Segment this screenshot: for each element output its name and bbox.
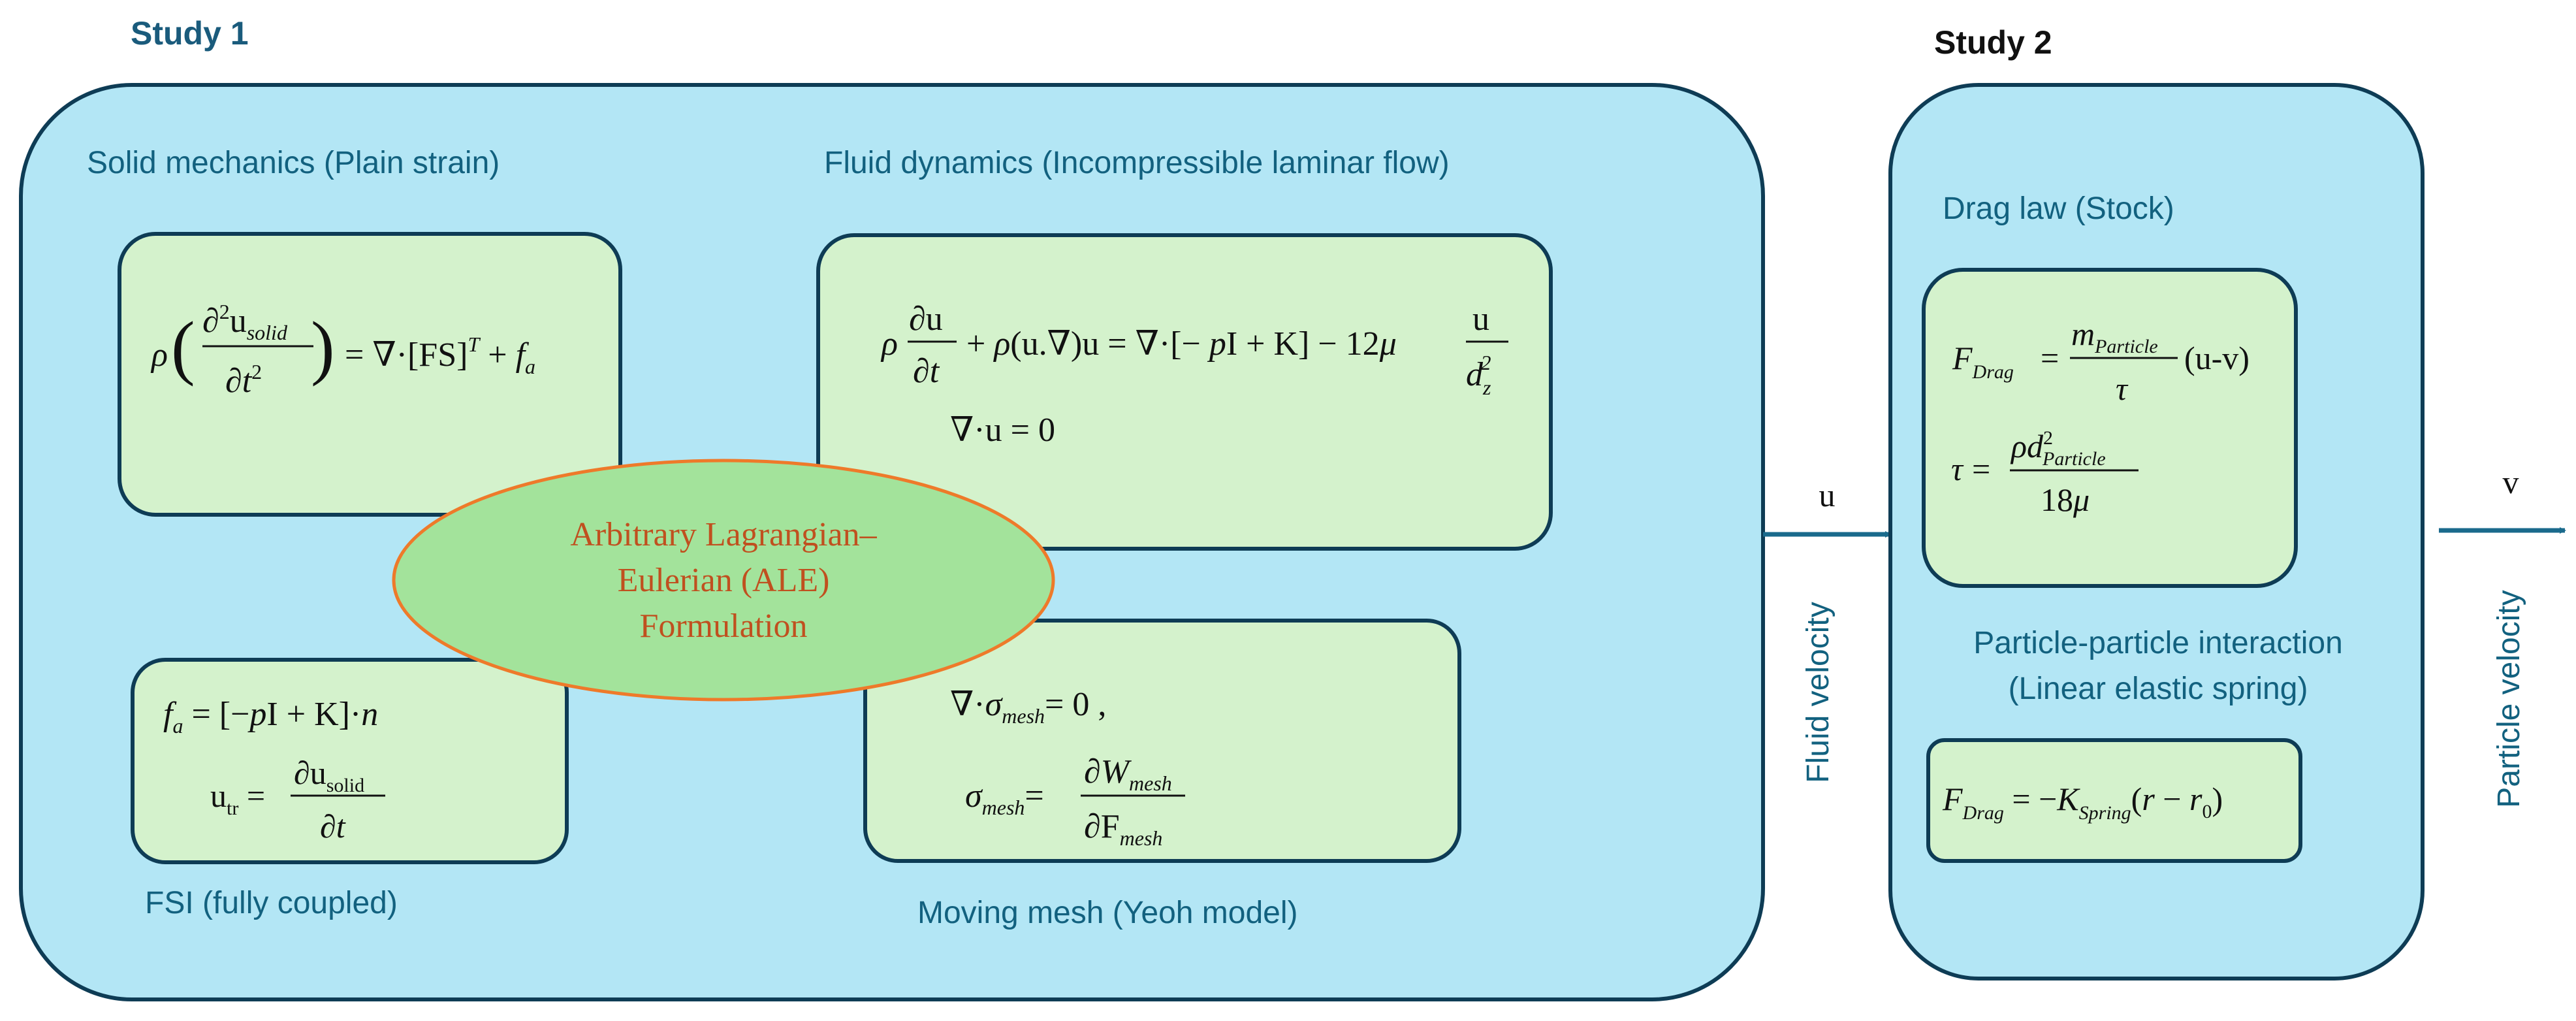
svg-text:τ: τ: [2116, 370, 2129, 407]
drag-law-label: Drag law (Stock): [1943, 191, 2174, 226]
ale-line-3: Formulation: [639, 608, 807, 645]
svg-text:+ ρ(u.∇)u = ∇·[− pI + K] − 12μ: + ρ(u.∇)u = ∇·[− pI + K] − 12μ: [966, 325, 1397, 363]
fsi-equation-box: [131, 658, 569, 864]
mesh-stress-equation: σmesh= ∂Wmesh ∂Fmesh: [965, 753, 1185, 850]
svg-text:=: =: [1972, 451, 1990, 487]
fluid-velocity-caption: Fluid velocity: [1801, 602, 1836, 783]
interaction-label-line-2: (Linear elastic spring): [2009, 672, 2308, 706]
solid-equation-box: [118, 232, 622, 517]
svg-text:∂u: ∂u: [909, 300, 943, 338]
study1-title: Study 1: [131, 15, 249, 52]
spring-equation-box: [1926, 738, 2302, 863]
u-symbol: u: [1819, 477, 1836, 513]
moving-mesh-label: Moving mesh (Yeoh model): [917, 896, 1298, 930]
svg-text:∂2usolid: ∂2usolid: [202, 300, 288, 344]
svg-text:18μ: 18μ: [2041, 481, 2090, 518]
drag-equation-box: [1922, 268, 2298, 588]
svg-text:τ: τ: [1951, 451, 1964, 487]
svg-text:ρ: ρ: [150, 336, 168, 374]
solid-mechanics-label: Solid mechanics (Plain strain): [87, 146, 500, 180]
ale-line-2: Eulerian (ALE): [618, 562, 830, 599]
fsi-traction-equation: fa = [−pI + K]·n: [163, 696, 378, 737]
fluid-continuity-equation: ∇·u = 0: [950, 412, 1055, 449]
study2-title: Study 2: [1934, 24, 2052, 61]
ale-ellipse: [392, 459, 1055, 702]
fsi-label: FSI (fully coupled): [145, 886, 398, 920]
mesh-equation-box: [863, 619, 1461, 863]
svg-text:(: (: [171, 307, 195, 387]
svg-text:∂t: ∂t: [320, 808, 346, 845]
svg-text:u: u: [1472, 300, 1489, 338]
particle-velocity-caption: Particle velocity: [2492, 590, 2526, 807]
interaction-label-line-1: Particle-particle interaction: [1973, 626, 2343, 660]
svg-text:): ): [311, 307, 335, 387]
solid-momentum-equation: ρ ( ∂2usolid ∂t2 ) = ∇·[FS]T + fa: [150, 300, 535, 400]
svg-text:∂t: ∂t: [913, 353, 940, 390]
svg-text:(u-v): (u-v): [2184, 340, 2250, 376]
svg-text:=: =: [2041, 340, 2059, 376]
fluid-equation-box: [816, 233, 1553, 551]
fluid-momentum-equation: ρ ∂u ∂t + ρ(u.∇)u = ∇·[− pI + K] − 12μ u…: [880, 300, 1508, 399]
svg-text:ρ: ρ: [880, 325, 898, 363]
ale-line-1: Arbitrary Lagrangian–: [570, 516, 877, 553]
svg-text:= ∇·[FS]T + fa: = ∇·[FS]T + fa: [345, 332, 535, 378]
fluid-dynamics-label: Fluid dynamics (Incompressible laminar f…: [824, 146, 1450, 180]
v-symbol: v: [2503, 464, 2519, 500]
svg-text:σmesh=: σmesh=: [965, 777, 1044, 819]
